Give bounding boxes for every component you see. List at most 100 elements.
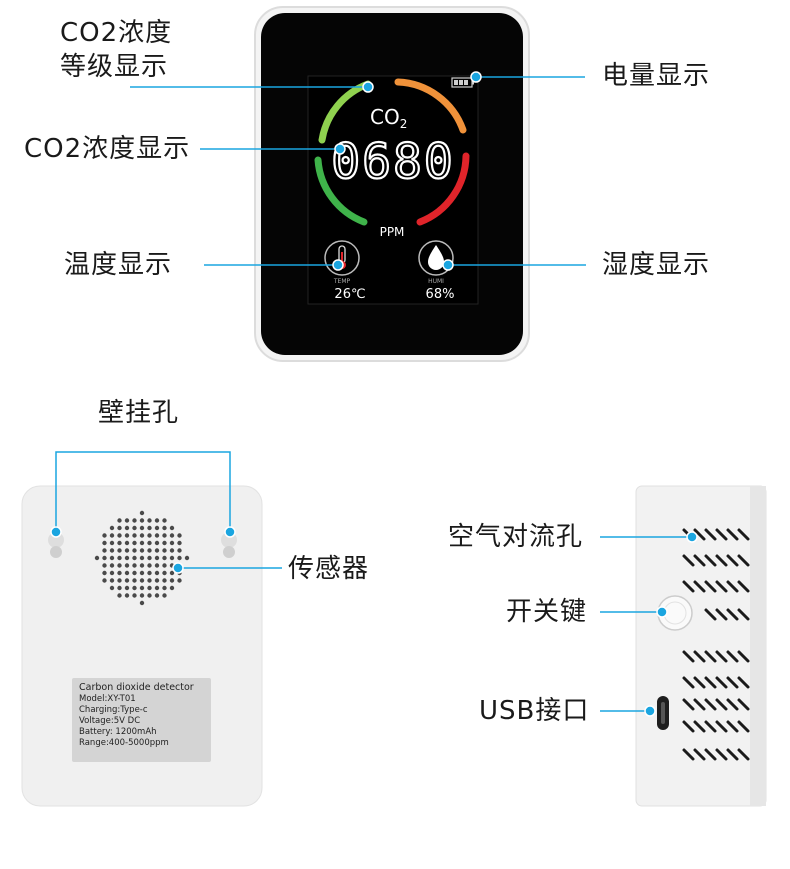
callout-co2-concentration: CO2浓度显示 [24,134,191,164]
grille-hole [109,533,115,538]
grille-hole [132,518,137,523]
grille-hole [154,563,160,568]
grille-hole [132,585,137,591]
vent-slots [682,528,750,761]
grille-hole [117,578,122,583]
side-device [635,485,767,807]
grille-hole [162,533,167,538]
grille-hole [94,555,100,561]
grille-hole [117,555,122,561]
vent-slot [693,554,706,567]
vent-slot [726,720,739,733]
grille-hole [139,540,145,546]
grille-hole [177,540,182,546]
vent-slot [726,528,739,541]
grille-hole [102,578,107,583]
side-callout-lines [600,531,698,717]
usb-c-port[interactable] [657,696,669,730]
grille-hole [109,570,115,576]
grille-hole [184,555,190,561]
temp-value: 26℃ [334,287,365,302]
grille-hole [132,563,137,568]
vent-slot [704,580,717,593]
grille-hole [117,548,122,553]
vent-slot [693,650,706,663]
droplet-icon [418,240,454,276]
spec-line: Carbon dioxide detector [79,682,194,693]
vent-slot [704,554,717,567]
grille-hole [162,563,167,568]
grille-hole [139,600,145,606]
grille-hole [147,593,152,598]
grille-hole [162,555,167,561]
grille-hole [162,518,167,523]
grille-hole [132,525,137,531]
grille-hole [124,570,130,576]
grille-hole [147,570,152,576]
vent-slot [682,676,695,689]
grille-hole [162,578,167,583]
gas-label: CO2 [370,105,407,131]
spec-line: Charging:Type-c [79,705,148,715]
grille-hole [169,555,175,561]
grille-hole [162,593,167,598]
grille-hole [147,518,152,523]
callout-vents: 空气对流孔 [448,522,584,552]
grille-hole [109,540,115,546]
grille-hole [102,555,107,561]
gauge-arc-green-low [314,156,368,226]
grille-hole [132,548,137,553]
vent-slot [715,608,728,621]
grille-hole [162,525,167,531]
grille-hole [139,593,145,598]
vent-slot [715,580,728,593]
spec-line: Battery: 1200mAh [79,727,157,737]
grille-hole [169,585,175,591]
grille-hole [109,525,115,531]
grille-hole [132,593,137,598]
grille-hole [169,525,175,531]
grille-hole [109,555,115,561]
vent-slot [693,720,706,733]
grille-hole [117,585,122,591]
grille-hole [109,563,115,568]
grille-hole [177,578,182,583]
grille-hole [117,525,122,531]
grille-hole [139,555,145,561]
callout-hanging-holes: 壁挂孔 [98,398,180,428]
grille-hole [117,570,122,576]
grille-hole [162,540,167,546]
grille-hole [169,548,175,553]
grille-hole [102,548,107,553]
grille-hole [154,518,160,523]
grille-hole [132,533,137,538]
vent-slot [737,650,750,663]
spec-line: Range:400-5000ppm [79,738,169,748]
humi-value: 68% [426,287,455,302]
grille-hole [124,585,130,591]
grille-hole [109,578,115,583]
grille-hole [124,548,130,553]
grille-hole [169,533,175,538]
grille-hole [177,548,182,553]
grille-hole [147,548,152,553]
grille-hole [139,510,145,516]
vent-slot [737,676,750,689]
grille-hole [147,533,152,538]
grille-hole [154,578,160,583]
vent-slot [682,720,695,733]
grille-hole [102,540,107,546]
grille-hole [117,563,122,568]
vent-slot [715,554,728,567]
vent-slot [737,554,750,567]
back-callout-lines [50,451,282,574]
vent-slot [682,554,695,567]
grille-hole [117,540,122,546]
grille-hole [162,548,167,553]
callout-usb-port: USB接口 [479,696,590,726]
spec-line: Voltage:5V DC [79,716,141,726]
callout-power-button: 开关键 [506,597,588,627]
grille-hole [169,540,175,546]
vent-slot [715,528,728,541]
callout-battery: 电量显示 [602,61,711,91]
